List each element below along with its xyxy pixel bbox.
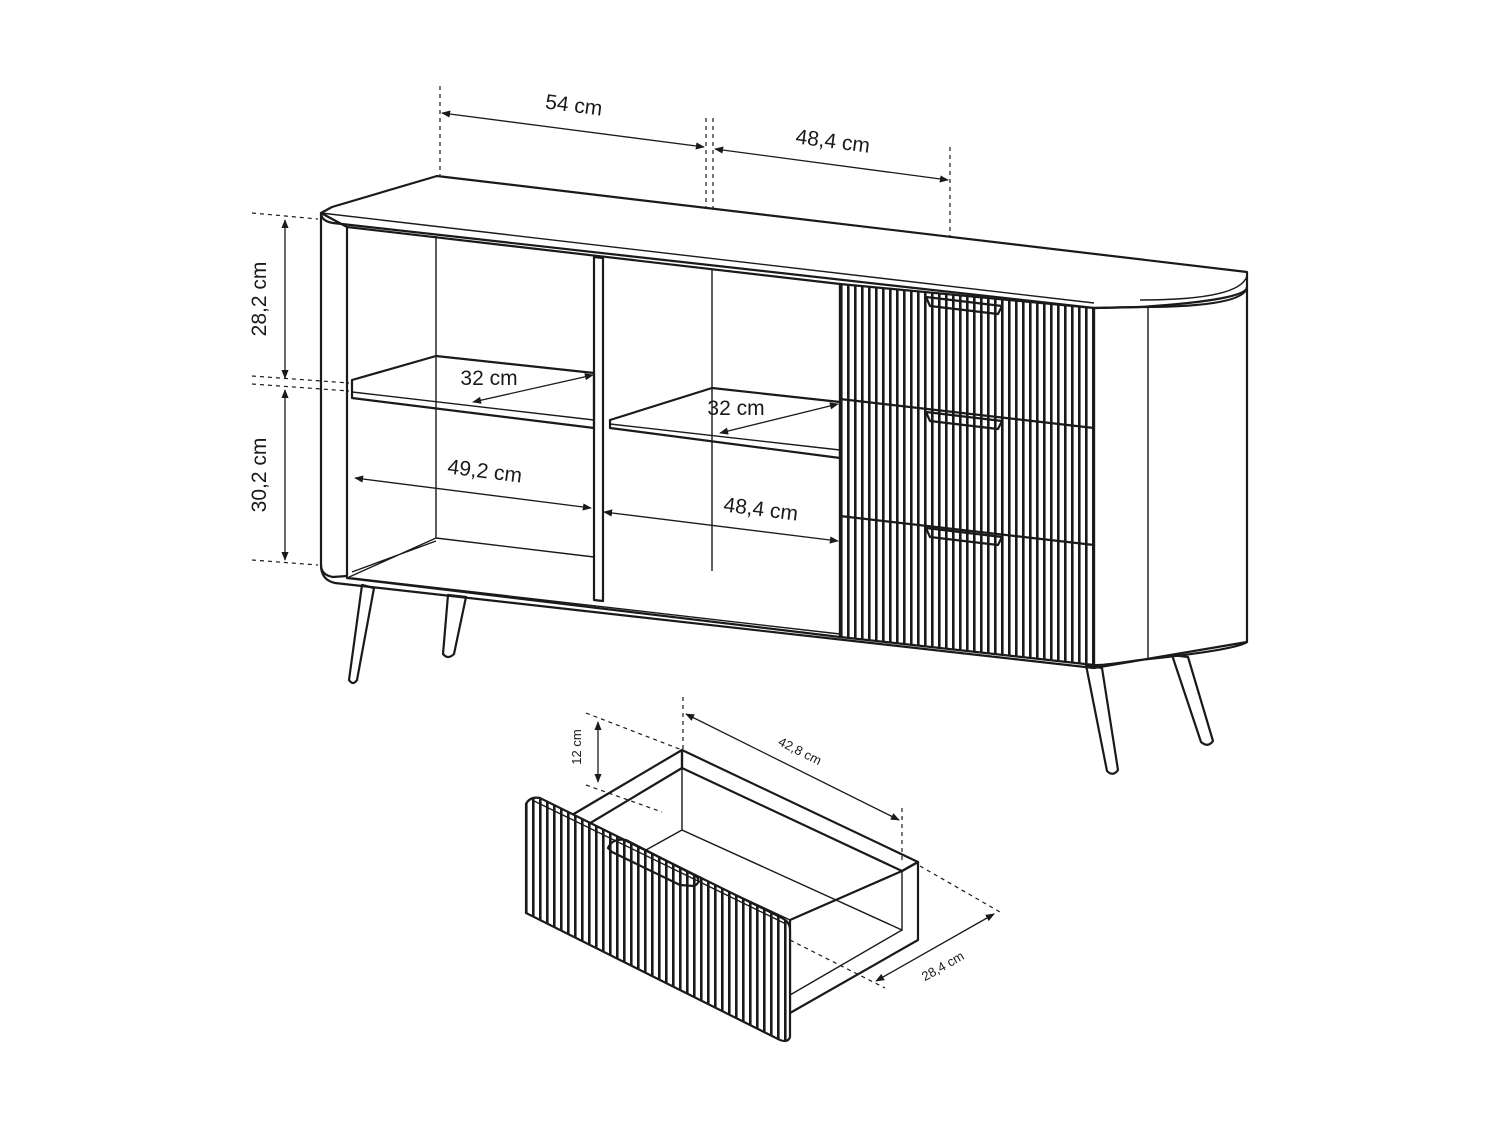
bottom-plinth [351,577,841,635]
dim-54cm [441,110,705,150]
drawer-front-fluted [524,796,792,1043]
shelf-left [350,354,596,430]
leg-front-right [1084,663,1120,775]
leg-back-left [441,593,468,659]
label-drawer-width: 28,4 cm [919,948,967,984]
ext-line-shelf-a [251,375,350,384]
side-panel-curve [1093,306,1149,665]
dim-48cm-top [714,146,949,183]
back-panel-edges [346,236,713,579]
ext-line-top-height [251,212,319,220]
sideboard-dimensions [251,86,951,566]
ext-drawer-width-bottom [789,939,886,989]
drawer-detail [524,697,1001,1043]
dim-shelf-left-depth [472,373,594,404]
label-top-left-width: 54 cm [544,90,604,120]
label-shelf-left-depth: 32 cm [460,367,517,390]
side-panel-right [1092,285,1249,667]
side-panel-left [319,211,349,579]
dim-shelf-mid-depth [719,402,839,435]
drawer-box-back [680,748,920,873]
label-top-right-width: 48,4 cm [794,125,871,157]
dim-28cm-drawer [875,913,995,982]
drawer-dimensions [585,697,1001,989]
bottom-edge [319,563,1249,670]
shelf-middle-edge [609,423,841,451]
label-shelf-middle-depth: 32 cm [707,397,764,420]
dim-49cm [354,475,592,511]
top-surface [319,174,1249,310]
sideboard [251,86,1249,775]
drawer-front-top-edge [531,799,787,925]
dim-42cm [685,713,900,821]
label-inner-width-middle: 48,4 cm [722,493,799,525]
ext-drawer-height-bottom [585,784,663,813]
shelf-left-edge [351,391,595,421]
divider-panel [592,255,605,603]
label-drawer-height: 12 cm [569,729,584,764]
drawer-handle [606,838,700,888]
handle-middle [924,410,1004,431]
ext-line-shelf-b [251,383,350,392]
dim-48cm-inner [603,509,839,544]
ext-line-bottom [251,559,319,566]
drawer-box-right-side [788,860,920,1015]
ext-drawer-width-top [919,865,1001,913]
leg-front-left [347,583,376,685]
drawer-fronts-fluted [838,282,1096,667]
top-edge [320,212,1248,304]
ext-drawer-height-top [585,712,683,751]
handle-bottom [924,526,1004,547]
drawer-separators [838,397,1096,547]
label-lower-height: 30,2 cm [248,438,271,513]
label-upper-height: 28,2 cm [248,262,271,337]
handle-top [924,295,1004,316]
leg-back-right [1170,653,1215,746]
drawer-box-left-side [570,748,684,827]
label-inner-width-left: 49,2 cm [446,455,523,487]
